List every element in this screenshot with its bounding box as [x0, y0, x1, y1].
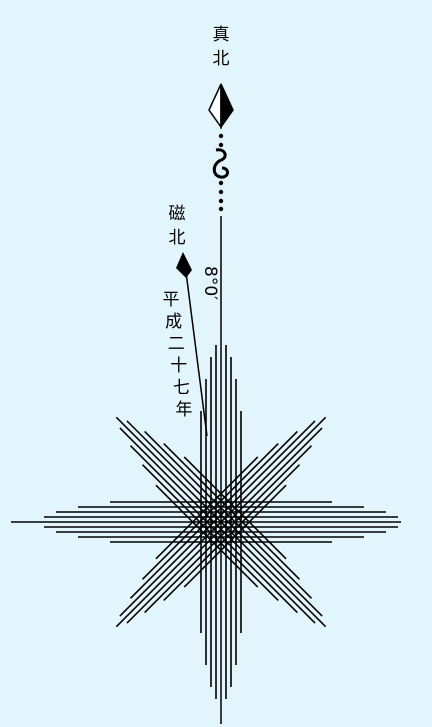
magnetic-north-label-char-2: 北	[169, 228, 186, 248]
declination-label: 8°0′	[200, 266, 220, 300]
year-label-char: 年	[176, 400, 193, 420]
true-north-label-char-2: 北	[213, 49, 230, 69]
year-label-char: 二	[168, 334, 185, 354]
true-north-label-char-1: 真	[213, 25, 230, 45]
year-label-char: 七	[173, 378, 190, 398]
year-label-char: 成	[165, 312, 182, 332]
year-label-char: 平	[163, 290, 180, 310]
magnetic-north-label-char-1: 磁	[169, 204, 186, 224]
year-label-char: 十	[170, 356, 187, 376]
